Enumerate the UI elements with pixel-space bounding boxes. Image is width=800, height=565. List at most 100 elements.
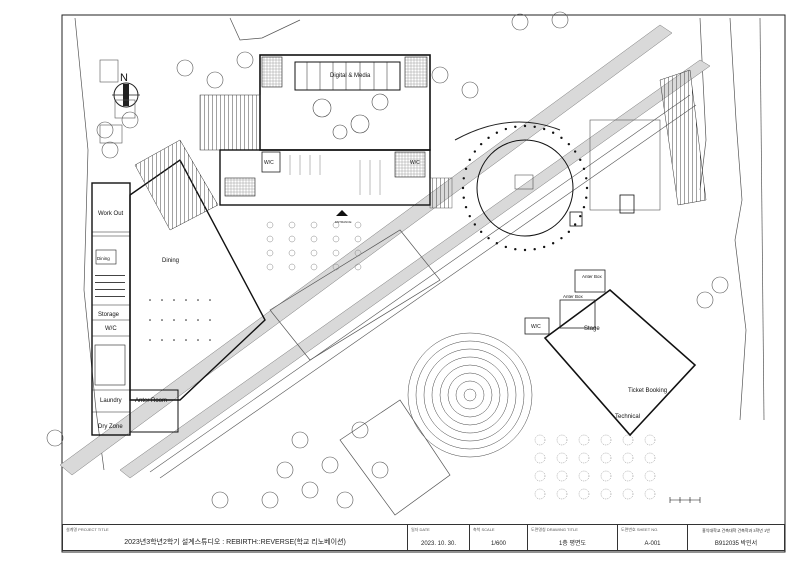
paving-circle — [534, 470, 546, 482]
paving-circle — [310, 221, 318, 229]
amphitheatre — [407, 332, 533, 458]
column-dot — [495, 131, 499, 134]
plaza-pattern — [266, 221, 656, 500]
paving-circle — [644, 452, 656, 464]
paving-circle — [578, 434, 590, 446]
scale-bar — [669, 497, 701, 503]
column-dot — [560, 236, 563, 240]
column-dot — [473, 150, 477, 153]
column-dot — [582, 205, 586, 209]
date-cell: 일자 DATE 2023. 10. 30. — [408, 525, 470, 550]
stage-label: Stage — [584, 326, 600, 332]
column-dot — [487, 136, 490, 140]
wc-left-label: W/C — [105, 326, 117, 332]
anter-box-small-label: Anter Box — [563, 294, 584, 299]
date-value: 2023. 10. 30. — [420, 541, 457, 547]
column-dot — [479, 230, 483, 234]
author-cell: 홍익대학교 건축대학 건축학과 3학년 1반 B912035 박민서 — [688, 525, 784, 550]
furniture-dot — [161, 339, 163, 341]
paving-circle — [288, 263, 296, 271]
paving-circle — [600, 452, 612, 464]
tree-icon — [176, 59, 194, 77]
drawing-title: 1층 평면도 — [558, 541, 587, 547]
paving-circle — [556, 452, 568, 464]
paving-circle — [310, 235, 318, 243]
drawing-caption: 도면명칭 DRAWING TITLE — [531, 527, 578, 532]
paving-circle — [578, 488, 590, 500]
column-dot — [523, 124, 527, 128]
digital-media-label: Digital & Media — [330, 73, 371, 79]
left-wing-building: Work Out Dining Storage W/C Laundry Dry … — [91, 182, 131, 436]
column-dot — [585, 186, 589, 190]
column-dot — [464, 205, 468, 209]
paving-circle — [310, 263, 318, 271]
digital-media-building: Digital & Media — [259, 54, 431, 151]
furniture-dot — [209, 339, 211, 341]
tree-icon — [336, 491, 354, 509]
paving-circle — [332, 249, 340, 257]
column-dot — [479, 142, 483, 146]
storage-label: Storage — [98, 312, 120, 318]
column-dot — [514, 125, 517, 128]
furniture-dot — [173, 319, 175, 321]
column-dot — [523, 248, 527, 252]
tree-icon — [101, 141, 119, 159]
furniture-dot — [197, 339, 199, 341]
title-block: 설계명 PROJECT TITLE 2023년3학년2학기 설계스튜디오 : R… — [62, 524, 785, 551]
paving-circle — [622, 470, 634, 482]
tree-icon — [301, 481, 319, 499]
sheet-number: A-001 — [644, 541, 661, 547]
laundry-label: Laundry — [100, 398, 122, 404]
tree-icon — [431, 66, 449, 84]
paving-circle — [600, 488, 612, 500]
tree-icon — [121, 111, 139, 129]
paving-circle — [622, 488, 634, 500]
tree-icon — [261, 491, 279, 509]
scale-value: 1/600 — [490, 541, 506, 547]
student-name: B912035 박민서 — [714, 541, 758, 547]
neighbor-buildings — [99, 59, 136, 144]
paving-circle — [578, 470, 590, 482]
tree-icon — [511, 13, 529, 31]
paving-circle — [556, 434, 568, 446]
number-caption: 도면번호 SHEET NO. — [621, 527, 659, 532]
furniture-dot — [173, 339, 175, 341]
dining-small-label: Dining — [97, 256, 110, 261]
sheet-number-cell: 도면번호 SHEET NO. A-001 — [618, 525, 688, 550]
tree-icon — [236, 51, 254, 69]
scale-caption: 축척 SCALE — [473, 527, 495, 532]
paving-circle — [266, 249, 274, 257]
furniture-dot — [185, 319, 187, 321]
furniture-dot — [197, 319, 199, 321]
column-dot — [579, 214, 582, 218]
column-dot — [464, 167, 468, 171]
paving-circle — [534, 452, 546, 464]
circular-plaza — [454, 121, 635, 252]
project-title: 2023년3학년2학기 설계스튜디오 : REBIRTH::REVERSE(학교… — [124, 539, 346, 546]
tree-icon — [696, 291, 714, 309]
project-caption: 설계명 PROJECT TITLE — [66, 527, 109, 532]
paving-circle — [556, 488, 568, 500]
corridor-building: W/C W/C ENTRANCE — [219, 149, 431, 224]
anter-room-left-label: Anter Room — [135, 398, 167, 404]
furniture-dot — [149, 299, 151, 301]
drawing-cell: 도면명칭 DRAWING TITLE 1층 평면도 — [528, 525, 618, 550]
furniture-dot — [161, 319, 163, 321]
trees — [46, 11, 729, 509]
paving-circle — [600, 470, 612, 482]
paving-circle — [556, 470, 568, 482]
column-dot — [533, 248, 536, 251]
tree-icon — [461, 81, 479, 99]
furniture-dot — [185, 339, 187, 341]
tree-icon — [96, 121, 114, 139]
furniture-dot — [209, 319, 211, 321]
paving-circle — [600, 434, 612, 446]
paving-circle — [622, 452, 634, 464]
tree-icon — [291, 431, 309, 449]
tree-icon — [46, 429, 64, 447]
paving-circle — [354, 249, 362, 257]
paving-circle — [534, 488, 546, 500]
furniture-dot — [197, 299, 199, 301]
paving-circle — [288, 221, 296, 229]
